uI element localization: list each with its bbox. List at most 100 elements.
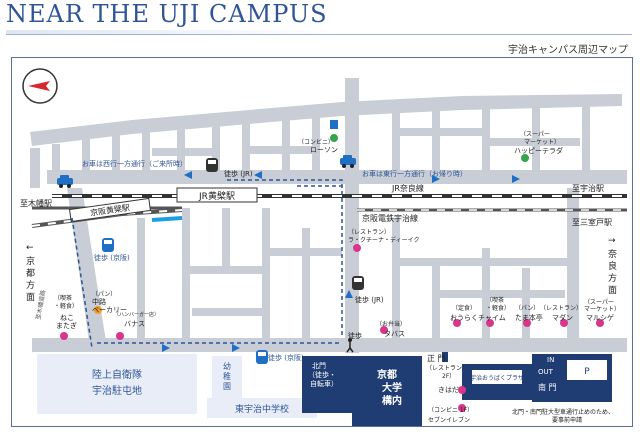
route-r24-label: 至木幡道路	[34, 289, 47, 320]
map-canvas: JR黄檗駅 京阪黄檗駅 JR奈良線 京阪電鉄宇治線 至宇治駅 至三室戸駅 至木幡…	[20, 68, 627, 426]
walk-keihan-bottom: 徒歩 (京阪)	[268, 353, 304, 362]
kindergarten-label: 幼稚園	[223, 361, 231, 391]
svg-text:奈: 奈	[608, 248, 617, 260]
obaku-plaza-label: 宇治おうばくプラザ	[470, 374, 524, 382]
north-arrow-icon	[22, 68, 58, 104]
shop-dot-ra-kuchina	[353, 244, 361, 252]
south-gate-label: 南 門	[538, 382, 557, 392]
shop-nekomatagi-name: ねこまたぎ	[56, 314, 77, 330]
gate-note-line-1: 北門・南門駐大型車通行止めのため、	[512, 408, 614, 416]
north-gate-label: 北門（徒歩・自転車）	[308, 362, 338, 388]
shop-ouraku-category: （定食）	[452, 304, 476, 312]
svg-text:方: 方	[608, 272, 617, 284]
train-icon	[206, 158, 218, 172]
shop-dot-kihada	[458, 386, 466, 394]
shop-tamamoto-category: （パン）	[515, 305, 539, 312]
oneway-east-note: お車は東行一方通行（お帰り時）	[362, 169, 467, 178]
shop-kihada-name: きはだ	[438, 386, 459, 394]
to-mimurodo-label: 至三室戸駅	[572, 217, 612, 227]
shop-nakaji-category: （パン）	[92, 291, 116, 298]
shop-tabasu-category: （お弁当）	[376, 320, 406, 328]
shop-dot-tabasu	[380, 326, 388, 334]
shop-dot-ouraku	[453, 319, 461, 327]
keihan-uji-line-label: 京阪電鉄宇治線	[362, 213, 418, 223]
shop-dot-marushige	[596, 319, 604, 327]
shop-marushige-name: マルシゲ	[586, 313, 614, 322]
shop-dot-charm	[486, 319, 494, 327]
svg-text:面: 面	[608, 285, 617, 296]
middle-school-label: 東宇治中学校	[235, 403, 289, 415]
svg-text:方: 方	[26, 279, 35, 291]
obaku-plaza-inner	[472, 370, 522, 384]
nara-direction: → 奈 良 方 面	[608, 236, 617, 296]
to-uji-label: 至宇治駅	[572, 183, 604, 193]
jr-nara-line-label: JR奈良線	[391, 183, 424, 193]
walker-icon	[346, 338, 354, 353]
header-rule	[6, 34, 632, 35]
shop-dot-nakaji-bakery	[94, 306, 102, 314]
walk-north-gate: 徒歩	[348, 331, 362, 340]
shop-dot-seven-eleven	[458, 404, 466, 412]
shop-happy-teragata-name: ハッピーテラダ	[514, 146, 563, 155]
shop-tabasu-name: タバス	[384, 329, 405, 338]
shop-dot-tamamoto	[523, 319, 531, 327]
keihan-obaku-station	[68, 197, 152, 223]
convenience-store-icon	[330, 120, 338, 129]
road-network	[30, 78, 627, 353]
shop-ra-kuchina-name: ラ・クチーナ・ディーイク	[348, 236, 419, 244]
oneway-west-note: お車は西行一方通行（ご来所時）	[82, 159, 187, 168]
shop-madan-category: （レストラン）	[540, 305, 582, 312]
shop-dot-nekomatagi	[60, 332, 68, 340]
svg-text:都: 都	[26, 268, 35, 279]
svg-text:面: 面	[26, 292, 35, 303]
walk-jr-upper: 徒歩 (JR)	[224, 169, 253, 178]
svg-text:←: ←	[26, 243, 34, 253]
in-label: IN	[547, 356, 554, 364]
gate-note-line-2: 要事前申請	[552, 416, 582, 424]
svg-text:良: 良	[608, 260, 617, 272]
parking-label: P	[584, 367, 590, 377]
sdf-label-1: 陸上自衛隊	[92, 368, 142, 381]
car-icon	[340, 155, 356, 168]
shop-dot-banas	[116, 332, 124, 340]
middle-school-area	[207, 398, 317, 418]
out-label: OUT	[538, 368, 554, 376]
shop-seven-eleven-category: （コンビニ 1F）	[428, 406, 473, 414]
shop-happy-teragata-category: （スーパーマーケット）	[520, 131, 560, 146]
campus-area	[302, 356, 422, 426]
shop-nekomatagi-category: （喫茶・軽食）	[54, 294, 78, 310]
train-icon	[352, 276, 364, 290]
shop-charm-name: チャイム	[478, 314, 506, 322]
shop-seven-eleven-name: セブンイレブン	[428, 416, 470, 424]
svg-text:→: →	[608, 236, 616, 246]
kyoto-direction: ← 京 都 方 面	[26, 243, 35, 303]
header-shade	[6, 30, 336, 34]
shop-dot-lawson	[330, 134, 338, 142]
shop-banas-category: （ハンバーガー店）	[114, 311, 159, 318]
walk-keihan-left: 徒歩 (京阪)	[94, 253, 130, 262]
shop-marushige-category: （スーパーマーケット）	[584, 299, 620, 313]
walk-jr-lower: 徒歩 (JR)	[355, 295, 384, 304]
sdf-label-2: 宇治駐屯地	[92, 384, 142, 397]
shop-ra-kuchina-category: （レストラン）	[348, 229, 390, 236]
train-icon	[256, 350, 268, 364]
shop-lawson-name: ローソン	[310, 146, 338, 154]
rail-lines	[31, 194, 627, 228]
to-kohata-label: 至木幡駅	[20, 198, 52, 208]
shop-nakaji-name: 中路ベーカリー	[92, 297, 127, 314]
shop-tamamoto-name: たま本亭	[515, 313, 543, 322]
shop-ouraku-name: おうらく	[450, 314, 478, 322]
shop-dot-happy-teragata	[521, 154, 529, 162]
shop-charm-category: （喫茶・軽食）	[486, 296, 510, 312]
page-header: NEAR THE UJI CAMPUS	[0, 0, 640, 38]
main-gate-marker	[442, 352, 448, 362]
shop-dot-madan	[560, 319, 568, 327]
kindergarten-area	[212, 356, 242, 398]
uji-campus-map: JR黄檗駅 京阪黄檗駅 JR奈良線 京阪電鉄宇治線 至宇治駅 至三室戸駅 至木幡…	[11, 57, 633, 427]
page-title: NEAR THE UJI CAMPUS	[6, 0, 328, 28]
page-subtitle: 宇治キャンパス周辺マップ	[508, 45, 628, 56]
parking-area	[567, 360, 607, 380]
shop-banas-name: バナス	[124, 320, 145, 328]
sdf-area	[37, 354, 197, 414]
